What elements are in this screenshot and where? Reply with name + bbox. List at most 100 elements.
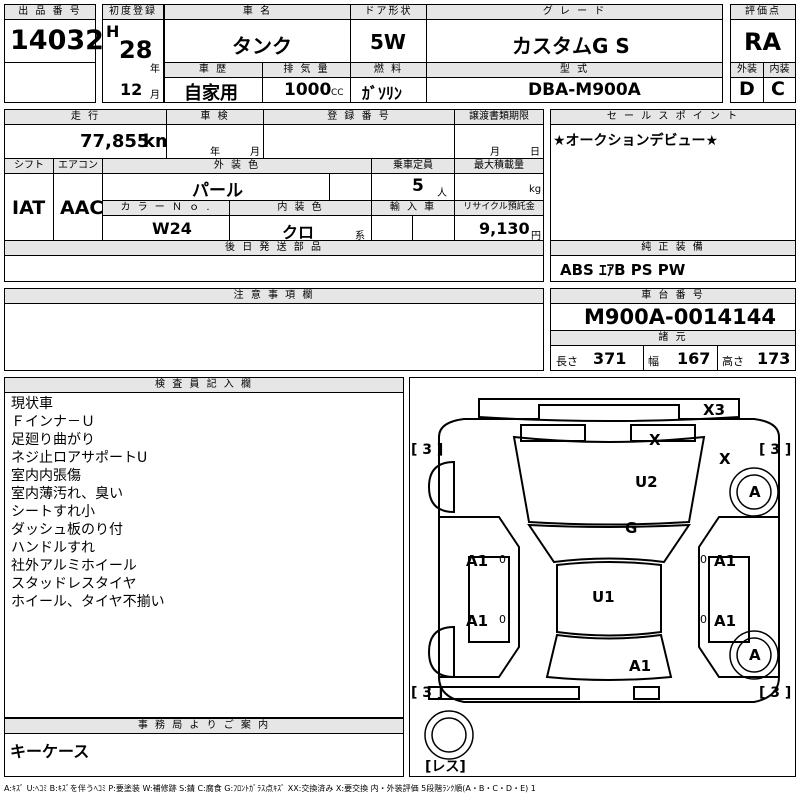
int-color-header: 内 装 色 <box>229 200 372 216</box>
dims-header: 諸 元 <box>550 330 796 346</box>
era: H <box>106 22 120 41</box>
diag-zero-lf: 0 <box>499 553 506 566</box>
width-label: 幅 <box>648 355 659 368</box>
ext-color-header: 外 装 色 <box>102 158 372 174</box>
mileage: 77,855 <box>80 131 150 152</box>
interior-header: 内装 <box>763 62 796 78</box>
height-label: 高さ <box>722 355 744 368</box>
dims-cell-width <box>643 345 718 371</box>
eval-header: 評価点 <box>730 4 796 20</box>
later-parts-cell <box>4 255 544 282</box>
caution-cell <box>4 303 544 371</box>
year-unit: 年 <box>150 64 160 75</box>
shift-header: シフト <box>4 158 54 174</box>
shift: IAT <box>12 197 46 219</box>
inspection-cell <box>166 124 264 159</box>
height: 173 <box>757 349 791 368</box>
inspector-note: ホイール、タイヤ不揃い <box>11 594 165 610</box>
exterior-grade: D <box>739 78 755 100</box>
chassis-header: 車 台 番 号 <box>550 288 796 304</box>
car-diagram-panel <box>409 377 796 777</box>
capacity: 5 <box>412 176 424 196</box>
reg-month: 12 <box>120 80 143 99</box>
model-type-header: 型 式 <box>426 62 723 78</box>
insp-year-unit: 年 <box>210 147 220 158</box>
transfer-day-unit: 日 <box>530 147 540 158</box>
diag-a1-rf: A1 <box>714 552 736 570</box>
sales-point-cell <box>550 124 796 258</box>
import-cell-2 <box>412 215 455 241</box>
max-load-unit: kg <box>529 184 542 195</box>
recycle-unit: 円 <box>531 231 541 242</box>
diag-a1-lf: A1 <box>466 552 488 570</box>
fuel-cell <box>350 77 427 103</box>
car-diagram: X3 X X U2 G A1 A1 U1 A1 A1 A1 A A 0 0 0 … <box>411 398 791 775</box>
diag-zero-rr: 0 <box>700 613 707 626</box>
grade: カスタムG S <box>512 34 630 58</box>
lot-no-lower-cell <box>4 62 96 103</box>
import-cell <box>371 215 413 241</box>
first-reg-cell <box>102 19 164 103</box>
transfer-month-unit: 月 <box>490 147 500 158</box>
dims-cell-length <box>550 345 644 371</box>
color-no-cell <box>102 215 230 241</box>
genuine-equip-cell <box>550 255 796 282</box>
int-color-unit: 系 <box>355 231 365 242</box>
diag-zero-lr: 0 <box>499 613 506 626</box>
month-unit: 月 <box>150 90 160 101</box>
displacement: 1000 <box>284 80 332 100</box>
color-no-header: カ ラ ー Ｎ ｏ . <box>102 200 230 216</box>
interior-grade: C <box>771 78 785 100</box>
first-reg-header: 初度登録 <box>102 4 164 20</box>
car-name-header: 車 名 <box>164 4 351 20</box>
recycle: 9,130 <box>479 219 530 238</box>
sales-point: ★オークションデビュー★ <box>553 133 719 149</box>
ext-color-sub-cell <box>329 173 372 201</box>
history-cell <box>164 77 263 103</box>
diag-g: G <box>625 519 637 537</box>
inspector-note: シートすれ小 <box>11 504 95 520</box>
door-type: 5W <box>370 30 406 54</box>
dims-cell-height <box>717 345 796 371</box>
reg-year: 28 <box>119 36 153 64</box>
diag-a1-lr: A1 <box>466 612 488 630</box>
model-type-cell <box>426 77 723 103</box>
later-parts-header: 後 日 発 送 部 品 <box>4 240 544 256</box>
caution-header: 注 意 事 項 欄 <box>4 288 544 304</box>
recycle-header: リサイクル預託金 <box>454 200 544 216</box>
genuine-equip-header: 純 正 装 備 <box>550 240 796 256</box>
inspector-note: 社外アルミホイール <box>11 558 137 574</box>
eval-score: RA <box>744 28 782 56</box>
inspector-note: ダッシュ板のり付 <box>11 522 123 538</box>
diag-x-top: X <box>649 431 661 449</box>
inspector-note: ハンドルすれ <box>11 540 95 556</box>
inspector-note: Ｆインナ－Ｕ <box>11 414 95 430</box>
ac: AAC <box>60 197 104 219</box>
diag-a-rr-wheel: A <box>749 646 761 664</box>
recycle-cell <box>454 215 544 241</box>
tire-lf: [ 3 ] <box>411 442 443 458</box>
length-label: 長さ <box>556 355 578 368</box>
lot-no: 14032 <box>10 25 104 56</box>
model-type: DBA-M900A <box>528 80 641 100</box>
inspector-note: ネジ止ロアサポートU <box>11 450 148 466</box>
displacement-header: 排 気 量 <box>262 62 351 78</box>
capacity-header: 乗車定員 <box>371 158 455 174</box>
tire-lr: [ 3 ] <box>411 685 443 701</box>
color-no: W24 <box>152 219 192 238</box>
int-color-cell <box>229 215 372 241</box>
length: 371 <box>593 349 627 368</box>
grade-header: グ レ ー ド <box>426 4 723 20</box>
diag-u1: U1 <box>592 588 615 606</box>
inspector-note: 現状車 <box>11 396 53 412</box>
import-header: 輸 入 車 <box>371 200 455 216</box>
fuel: ｶﾞｿﾘﾝ <box>362 84 403 103</box>
eval-cell <box>730 19 796 63</box>
reg-no-cell <box>263 124 455 159</box>
displacement-cell <box>262 77 351 103</box>
diag-a1-rear: A1 <box>629 657 651 675</box>
diag-x3: X3 <box>703 401 725 419</box>
capacity-unit: 人 <box>437 188 447 199</box>
mileage-cell <box>4 124 167 159</box>
